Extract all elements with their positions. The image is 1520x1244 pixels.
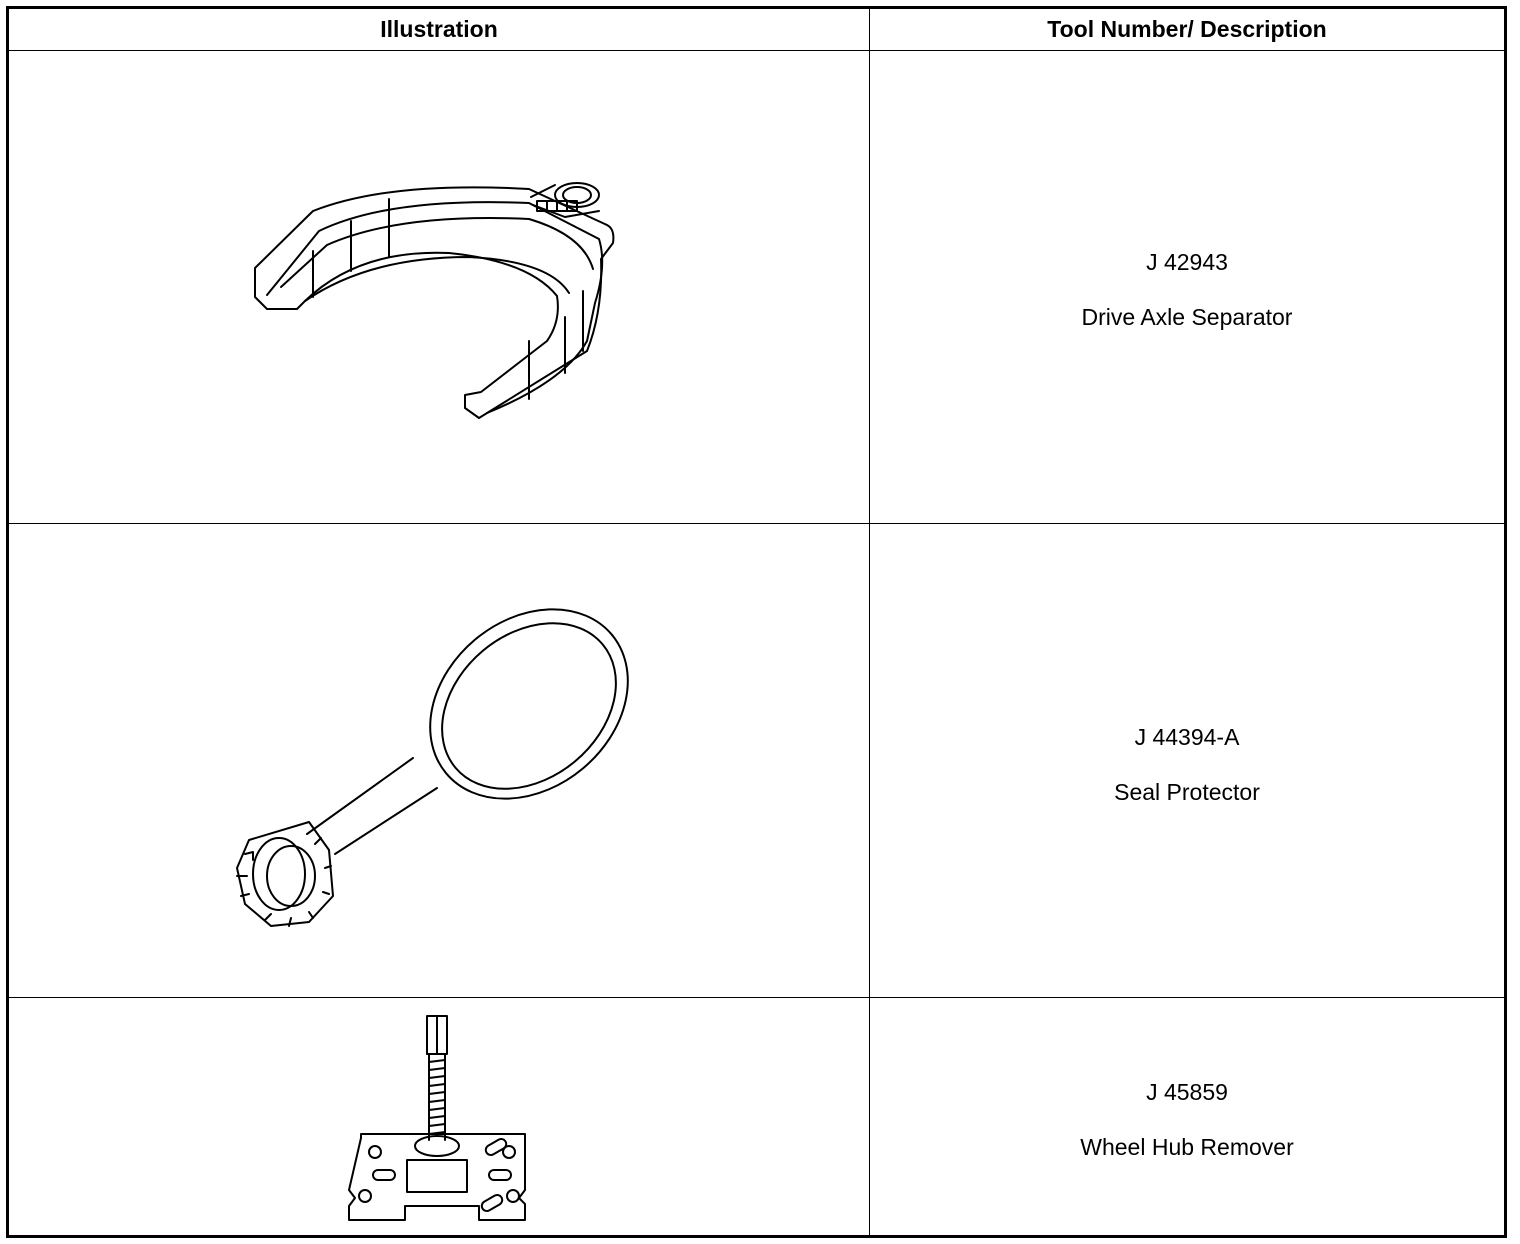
- tool-description: Drive Axle Separator: [1081, 304, 1293, 330]
- header-cell-description: Tool Number/ Description: [870, 9, 1504, 50]
- description-cell: J 42943 Drive Axle Separator: [870, 51, 1504, 523]
- description-cell: J 45859 Wheel Hub Remover: [870, 998, 1504, 1235]
- tool-number: J 45859: [1146, 1079, 1228, 1105]
- wheel-hub-remover-icon: [348, 1015, 526, 1221]
- drive-axle-separator-icon: [254, 182, 615, 419]
- tool-description: Seal Protector: [1114, 779, 1260, 805]
- tools-table: Illustration Tool Number/ Description: [6, 6, 1507, 1238]
- description-cell: J 44394-A Seal Protector: [870, 524, 1504, 997]
- illustration-cell: [9, 998, 870, 1235]
- seal-protector-icon: [236, 608, 629, 927]
- table-row: J 42943 Drive Axle Separator: [9, 51, 1504, 524]
- illustration-cell: [9, 524, 870, 997]
- tool-number: J 44394-A: [1134, 724, 1240, 750]
- tool-number: J 42943: [1146, 249, 1228, 275]
- header-illustration-label: Illustration: [380, 16, 498, 42]
- header-cell-illustration: Illustration: [9, 9, 870, 50]
- table-row: J 45859 Wheel Hub Remover: [9, 998, 1504, 1235]
- header-description-label: Tool Number/ Description: [1047, 16, 1327, 42]
- illustration-cell: [9, 51, 870, 523]
- tool-description: Wheel Hub Remover: [1080, 1134, 1294, 1160]
- table-row: J 44394-A Seal Protector: [9, 524, 1504, 998]
- table-header-row: Illustration Tool Number/ Description: [9, 9, 1504, 51]
